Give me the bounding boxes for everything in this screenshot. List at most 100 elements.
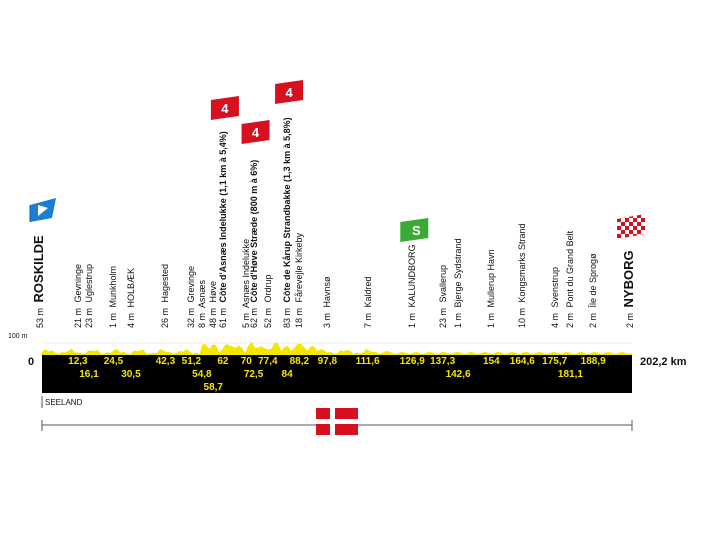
waypoint-name: Kongsmarks Strand — [517, 223, 528, 303]
waypoint-km: 188,9 — [580, 356, 606, 367]
waypoint-name: Høve — [208, 280, 219, 303]
climb-category-text: 4 — [285, 85, 293, 100]
waypoint-altitude: 21 m — [72, 307, 83, 328]
sprint-badge-text: S — [412, 223, 421, 238]
climb-category-badge: 4 — [241, 120, 270, 144]
waypoint-altitude: 18 m — [294, 307, 305, 328]
waypoint-km: 16,1 — [79, 369, 99, 380]
waypoint-name: NYBORG — [621, 250, 636, 308]
waypoint-label: 1 m KALUNDBORG — [407, 244, 417, 328]
waypoint-altitude: 8 m — [196, 312, 207, 328]
waypoint-name: Svallerup — [437, 264, 448, 303]
waypoint-name: Ordrup — [262, 274, 273, 303]
climb-category-text: 4 — [221, 101, 229, 116]
waypoint-altitude: 4 m — [549, 312, 560, 328]
waypoint-altitude: 1 m — [407, 312, 418, 328]
waypoint-altitude: 52 m — [262, 307, 273, 328]
waypoint-km: 42,3 — [155, 356, 176, 367]
waypoint-name: Kaldred — [362, 276, 373, 308]
waypoint-km: 154 — [483, 356, 500, 367]
sprint-badge: S — [400, 218, 429, 242]
waypoint-km: 111,6 — [355, 356, 380, 367]
waypoint-altitude: 61 m — [217, 307, 228, 328]
waypoint-altitude: 32 m — [186, 307, 197, 328]
waypoint-name: Bjerge Sydstrand — [453, 238, 464, 308]
waypoint-altitude: 1 m — [453, 312, 464, 328]
waypoint-name: Fårevejle Kirkeby — [294, 232, 305, 303]
terrain-profile — [42, 341, 632, 355]
waypoint-km: 126,9 — [399, 356, 425, 367]
waypoint-altitude: 23 m — [437, 307, 448, 328]
waypoint-label: 1 m Munkholm — [108, 266, 118, 328]
waypoint-label: 7 m Kaldred — [363, 276, 373, 328]
climb-category-badge: 4 — [210, 96, 239, 120]
waypoint-name: Munkholm — [108, 265, 119, 308]
waypoint-km: 175,7 — [542, 356, 568, 367]
waypoint-name: Gevninge — [72, 263, 83, 303]
region-label: SEELAND — [45, 398, 83, 407]
waypoint-km: 30,5 — [121, 369, 141, 380]
waypoint-km: 54,8 — [192, 369, 212, 380]
start-km-label: 0 — [28, 356, 35, 368]
waypoint-name: Svenstrup — [549, 266, 560, 308]
waypoint-altitude: 23 m — [83, 307, 94, 328]
waypoint-name: Hagested — [160, 263, 171, 303]
waypoint-km: 142,6 — [445, 369, 471, 380]
finish-altitude-label: 2 m NYBORG — [621, 250, 636, 328]
waypoint-label: 48 m Høve — [208, 281, 218, 328]
waypoint-name: Pont du Grand Belt — [565, 230, 576, 308]
waypoint-altitude: 2 m — [565, 312, 576, 328]
waypoint-name: Côte d'Høve Stræde (800 m à 6%) — [248, 159, 259, 303]
waypoint-altitude: 26 m — [160, 307, 171, 328]
waypoint-label: 21 m Gevninge — [73, 264, 83, 328]
waypoint-label: 52 m Ordrup — [263, 274, 273, 328]
waypoint-name: Uglestrup — [83, 263, 94, 303]
waypoint-name: KALUNDBORG — [407, 244, 418, 308]
waypoint-km: 97,8 — [317, 356, 338, 367]
waypoint-altitude: 83 m — [282, 307, 293, 328]
waypoint-altitude: 2 m — [625, 312, 635, 328]
waypoint-name: Île de Sprogø — [588, 253, 599, 308]
waypoint-name: HOLBÆK — [125, 267, 136, 308]
waypoint-km: 88,2 — [289, 356, 310, 367]
waypoint-altitude: 53 m — [35, 307, 45, 328]
waypoint-altitude: 2 m — [588, 312, 599, 328]
waypoint-name: ROSKILDE — [31, 235, 46, 303]
waypoint-km: 12,3 — [68, 356, 88, 367]
waypoint-label: 23 m Svallerup — [438, 265, 448, 328]
waypoint-label: 10 m Kongsmarks Strand — [517, 223, 527, 328]
waypoint-altitude: 7 m — [362, 312, 373, 328]
waypoint-label: 2 m Île de Sprogø — [588, 253, 598, 328]
climb-category-text: 4 — [252, 125, 260, 140]
waypoint-name: Grevinge — [186, 265, 197, 303]
waypoint-km: 181,1 — [557, 369, 583, 380]
waypoint-km: 24,5 — [103, 356, 124, 367]
waypoint-label: 4 m HOLBÆK — [126, 268, 136, 328]
waypoint-km: 77,4 — [258, 356, 278, 367]
waypoint-altitude: 3 m — [322, 312, 333, 328]
waypoint-name: Côte d'Asnæs Indelukke (1,1 km à 5,4%) — [217, 131, 228, 303]
waypoint-label: 32 m Grevinge — [186, 266, 196, 328]
waypoint-label: 1 m Mullerup Havn — [486, 249, 496, 328]
waypoint-altitude: 62 m — [248, 307, 259, 328]
waypoint-label: 18 m Fårevejle Kirkeby — [294, 233, 304, 328]
waypoint-km: 72,5 — [243, 369, 264, 380]
waypoint-name: Côte de Kårup Strandbakke (1,3 km à 5,8%… — [282, 117, 293, 303]
waypoint-km: 137,3 — [430, 356, 456, 367]
waypoint-altitude: 48 m — [208, 307, 219, 328]
profile-bar — [42, 355, 632, 393]
waypoint-name: Havnsø — [322, 276, 333, 308]
waypoint-altitude: 1 m — [486, 312, 497, 328]
waypoint-label: 26 m Hagested — [160, 264, 170, 328]
waypoint-km: 58,7 — [203, 382, 223, 393]
waypoint-altitude: 10 m — [517, 307, 528, 328]
waypoint-label: 61 m Côte d'Asnæs Indelukke (1,1 km à 5,… — [218, 131, 228, 328]
waypoint-label: 2 m Pont du Grand Belt — [565, 231, 575, 328]
waypoint-altitude: 4 m — [125, 312, 136, 328]
waypoint-label: 83 m Côte de Kårup Strandbakke (1,3 km à… — [282, 117, 292, 328]
waypoint-altitude: 1 m — [108, 312, 119, 328]
waypoint-km: 84 — [281, 369, 293, 380]
waypoint-km: 51,2 — [181, 356, 202, 367]
